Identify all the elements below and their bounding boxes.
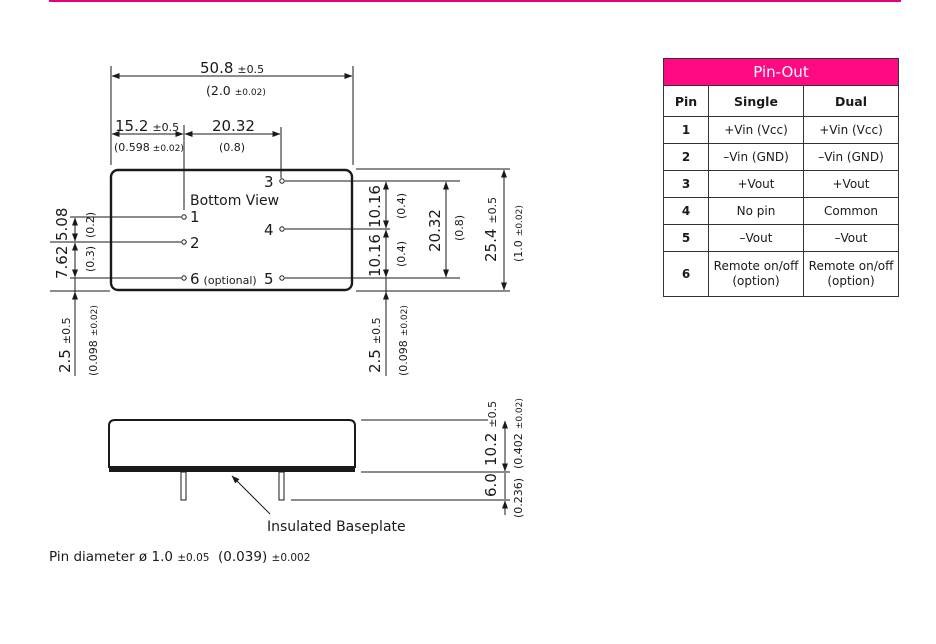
pinout-table: Pin-Out Pin Single Dual 1 +Vin (Vcc) +Vi… xyxy=(663,58,899,297)
table-title: Pin-Out xyxy=(663,58,899,86)
cell-single: +Vin (Vcc) xyxy=(708,116,804,144)
table-row: 6 Remote on/off(option) Remote on/off(op… xyxy=(663,251,899,297)
cell-pin: 6 xyxy=(663,251,709,297)
right-dim-upper: 10.16 xyxy=(366,185,384,228)
table-row: 2 –Vin (GND) –Vin (GND) xyxy=(663,143,899,171)
cell-dual: Remote on/off(option) xyxy=(803,251,899,297)
pin-diameter-tol: ±0.05 xyxy=(177,552,210,564)
pin-spacing-inch: (0.8) xyxy=(219,141,245,154)
pin-spacing-label: 20.32 xyxy=(212,117,255,135)
cell-line: Remote on/off xyxy=(713,259,799,273)
pin-diameter-inch: (0.039) xyxy=(218,549,268,565)
body-height-dim: 10.2±0.5 xyxy=(482,401,500,466)
pin-2-label: 2 xyxy=(190,234,200,252)
table-title-row: Pin-Out xyxy=(663,58,899,86)
left-edge-dim: 2.5±0.5 xyxy=(56,317,74,373)
module-body-side-view xyxy=(108,419,356,468)
cell-pin: 2 xyxy=(663,143,709,171)
side-pin-right xyxy=(278,471,285,501)
overall-width-label: 50.8±0.5 xyxy=(200,59,264,77)
cell-single: No pin xyxy=(708,197,804,225)
bottom-view-label: Bottom View xyxy=(190,193,279,209)
cell-pin: 3 xyxy=(663,170,709,198)
pin-diameter-text: Pin diameter ø 1.0 xyxy=(49,549,173,565)
left-dim-5-08-inch: (0.2) xyxy=(84,212,97,238)
height-dim-inch: (1.0±0.02) xyxy=(512,205,525,262)
table-row: 4 No pin Common xyxy=(663,197,899,225)
cell-single: –Vin (GND) xyxy=(708,143,804,171)
pin-6-label: 6(optional) xyxy=(190,270,257,288)
table-row: 1 +Vin (Vcc) +Vin (Vcc) xyxy=(663,116,899,144)
cell-single: Remote on/off(option) xyxy=(708,251,804,297)
right-dim-lower-inch: (0.4) xyxy=(395,241,408,267)
left-dim-5-08: 5.08 xyxy=(53,208,71,241)
pin-5-marker xyxy=(279,275,285,281)
cell-pin: 5 xyxy=(663,224,709,252)
pin-diameter-inch-tol: ±0.002 xyxy=(271,552,311,564)
right-edge-dim: 2.5±0.5 xyxy=(366,317,384,373)
side-pin-left xyxy=(180,471,187,501)
pin-4-marker xyxy=(279,226,285,232)
left-edge-dim-inch: (0.098±0.02) xyxy=(87,305,100,376)
table-header-row: Pin Single Dual xyxy=(663,85,899,117)
cell-dual: +Vin (Vcc) xyxy=(803,116,899,144)
cell-pin: 4 xyxy=(663,197,709,225)
right-edge-dim-inch: (0.098±0.02) xyxy=(397,305,410,376)
table-row: 3 +Vout +Vout xyxy=(663,170,899,198)
pin-4-label: 4 xyxy=(264,221,274,239)
body-height-dim-inch: (0.402±0.02) xyxy=(512,398,525,469)
cell-line: Remote on/off xyxy=(808,259,894,273)
module-body-bottom-view xyxy=(109,168,354,292)
pin-3-label: 3 xyxy=(264,173,274,191)
pin-1-marker xyxy=(181,214,187,220)
cell-line: (option) xyxy=(732,274,780,288)
cell-dual: Common xyxy=(803,197,899,225)
right-dim-upper-inch: (0.4) xyxy=(395,193,408,219)
header-single: Single xyxy=(708,85,804,117)
header-dual: Dual xyxy=(803,85,899,117)
header-pin: Pin xyxy=(663,85,709,117)
pin-length-dim: 6.0 xyxy=(482,473,500,497)
cell-single: +Vout xyxy=(708,170,804,198)
cell-single: –Vout xyxy=(708,224,804,252)
pin1-offset-label: 15.2±0.5 xyxy=(115,117,179,135)
pin-diameter-note: Pin diameter ø 1.0 ±0.05 (0.039) ±0.002 xyxy=(49,549,310,565)
right-dim-lower: 10.16 xyxy=(366,234,384,277)
cell-dual: –Vin (GND) xyxy=(803,143,899,171)
insulated-baseplate xyxy=(109,466,355,472)
pin1-offset-inch: (0.598±0.02) xyxy=(114,141,184,154)
pin-length-dim-inch: (0.236) xyxy=(512,478,525,518)
left-dim-7-62-inch: (0.3) xyxy=(84,246,97,272)
cell-line: (option) xyxy=(827,274,875,288)
right-dim-span-inch: (0.8) xyxy=(453,215,466,241)
right-dim-span: 20.32 xyxy=(426,209,444,252)
height-dim: 25.4±0.5 xyxy=(482,197,500,262)
pin-5-label: 5 xyxy=(264,270,274,288)
overall-width-inch: (2.0±0.02) xyxy=(206,83,266,98)
pin-6-marker xyxy=(181,275,187,281)
left-dim-7-62: 7.62 xyxy=(53,246,71,279)
insulated-baseplate-label: Insulated Baseplate xyxy=(267,519,406,535)
table-row: 5 –Vout –Vout xyxy=(663,224,899,252)
header-accent-line xyxy=(49,0,901,2)
cell-dual: +Vout xyxy=(803,170,899,198)
baseplate-leader xyxy=(231,475,271,515)
cell-dual: –Vout xyxy=(803,224,899,252)
cell-pin: 1 xyxy=(663,116,709,144)
pin-3-marker xyxy=(279,178,285,184)
pin-1-label: 1 xyxy=(190,208,200,226)
pin-2-marker xyxy=(181,239,187,245)
